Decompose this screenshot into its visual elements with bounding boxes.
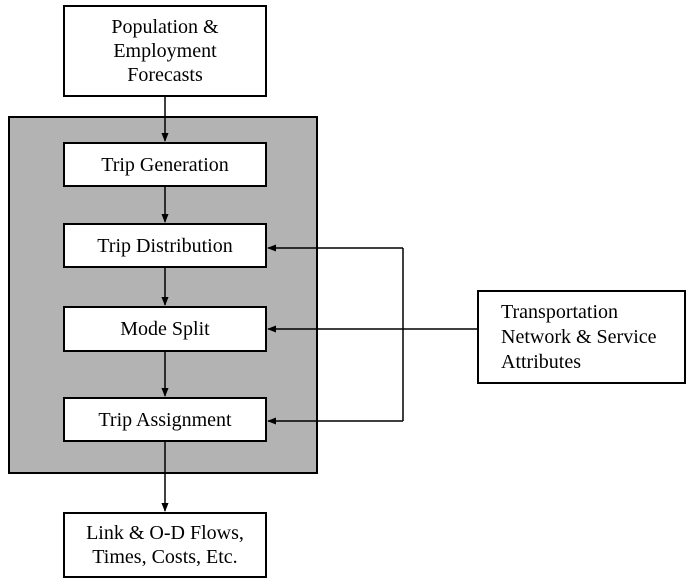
population-line-1: Population &	[111, 16, 219, 38]
flows-times-costs-box: Link & O-D Flows, Times, Costs, Etc.	[63, 512, 267, 578]
transportation-line-1: Transportation	[501, 300, 619, 323]
trip-assignment-box: Trip Assignment	[63, 397, 267, 442]
population-employment-forecasts-box: Population & Employment Forecasts	[63, 5, 267, 97]
mode-split-box: Mode Split	[63, 306, 267, 352]
trip-generation-label: Trip Generation	[101, 153, 229, 176]
mode-split-label: Mode Split	[120, 318, 210, 340]
transportation-line-2: Network & Service	[501, 325, 657, 348]
output-line-1: Link & O-D Flows,	[86, 522, 244, 544]
trip-distribution-box: Trip Distribution	[63, 223, 267, 268]
trip-assignment-label: Trip Assignment	[98, 408, 232, 431]
population-line-2: Employment	[113, 40, 217, 62]
transportation-network-attributes-box: Transportation Network & Service Attribu…	[477, 290, 686, 384]
trip-generation-box: Trip Generation	[63, 142, 267, 187]
trip-distribution-label: Trip Distribution	[97, 234, 233, 257]
output-line-2: Times, Costs, Etc.	[92, 546, 238, 568]
transportation-line-3: Attributes	[501, 350, 581, 373]
population-line-3: Forecasts	[127, 64, 203, 86]
